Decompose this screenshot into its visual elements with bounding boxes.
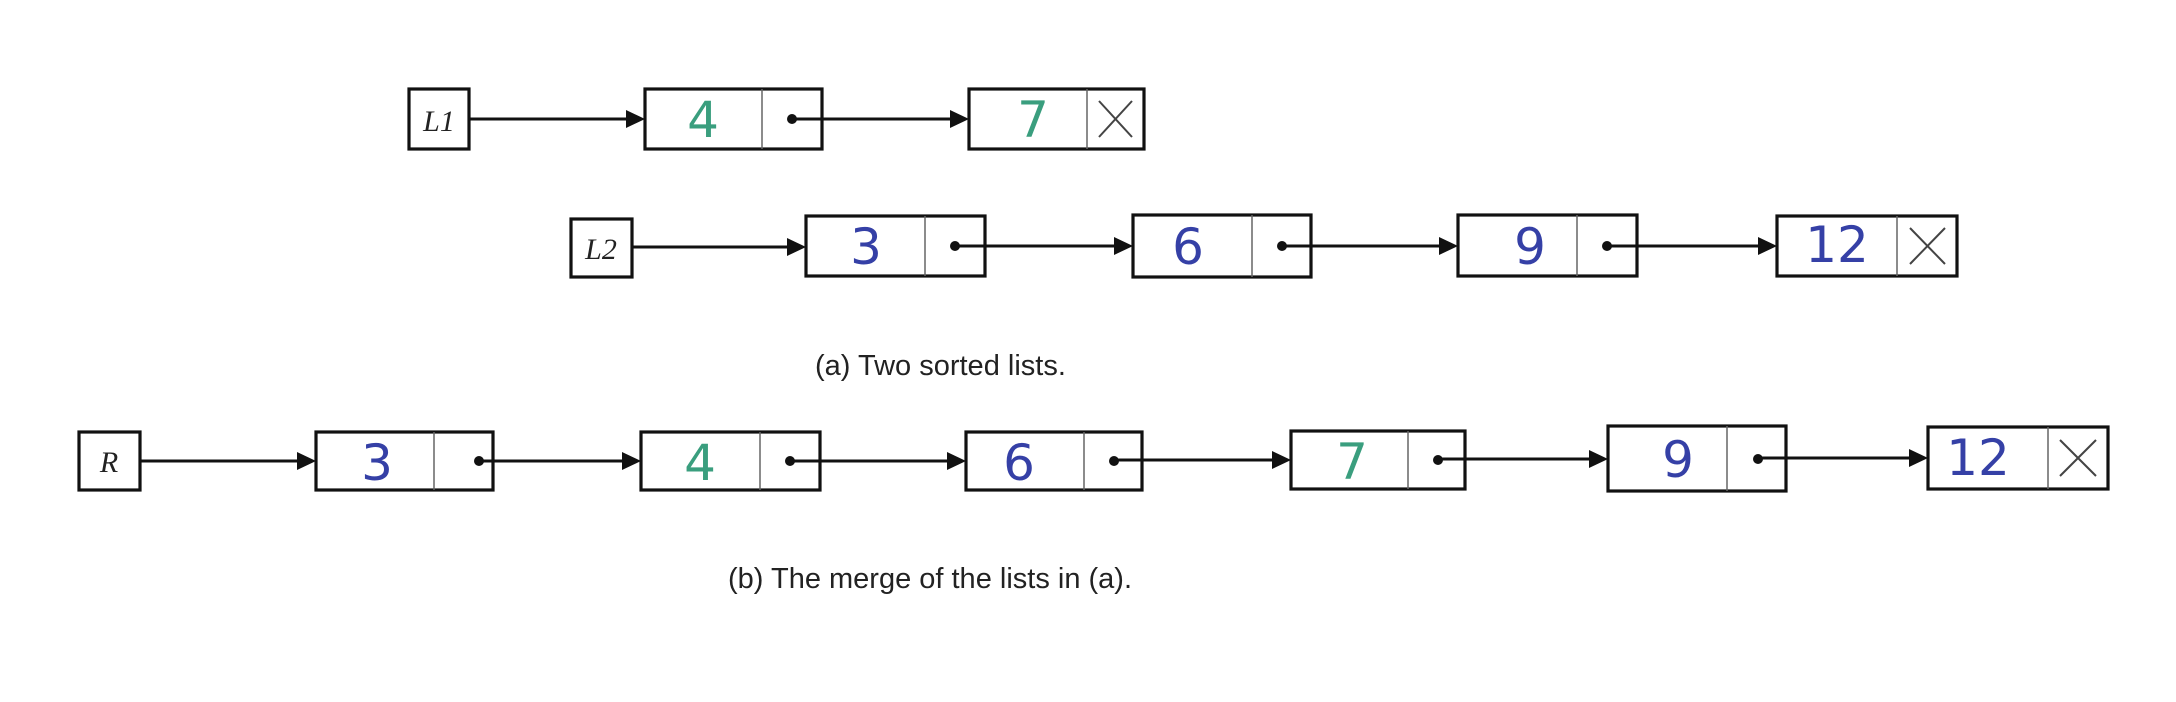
l1-arrows [469,110,969,128]
node-value: 9 [1662,431,1694,489]
r-node: 9 [1606,424,1788,493]
l1-head-box [407,87,471,151]
null-pointer-x-icon [1909,227,1946,265]
r-label: R [99,446,118,479]
r-node: 6 [964,430,1144,492]
node-value: 12 [1946,429,2010,487]
node-value: 4 [687,91,719,149]
r-node: 3 [314,430,495,492]
node-value: 7 [1336,433,1368,491]
null-pointer-x-icon [1098,100,1133,138]
arrow-head [626,110,645,128]
arrow-head [950,110,969,128]
node-value: 6 [1003,434,1035,492]
node-value: 6 [1172,218,1204,276]
list-l2: L2 3 6 9 12 [569,213,1959,279]
caption-b: (b) The merge of the lists in (a). [728,563,1132,595]
node-value: 3 [850,218,882,276]
null-pointer-x-icon [2059,439,2097,477]
node-value: 3 [361,434,393,492]
l2-arrows [632,237,1777,256]
r-arrows [140,449,1928,470]
l1-label: L1 [422,105,455,138]
node-value: 4 [684,434,716,492]
node-value: 7 [1017,91,1049,149]
list-r: R 3 4 6 7 9 [77,424,2110,493]
list-l1: L1 4 7 [407,87,1146,151]
r-node: 7 [1289,429,1467,491]
l1-node: 4 [643,87,824,151]
caption-a: (a) Two sorted lists. [815,350,1066,382]
l1-node: 7 [967,87,1146,151]
node-value: 9 [1514,218,1546,276]
l2-node: 12 [1775,214,1959,278]
l2-label: L2 [584,233,617,266]
r-node: 12 [1926,425,2110,491]
node-value: 12 [1805,216,1869,274]
